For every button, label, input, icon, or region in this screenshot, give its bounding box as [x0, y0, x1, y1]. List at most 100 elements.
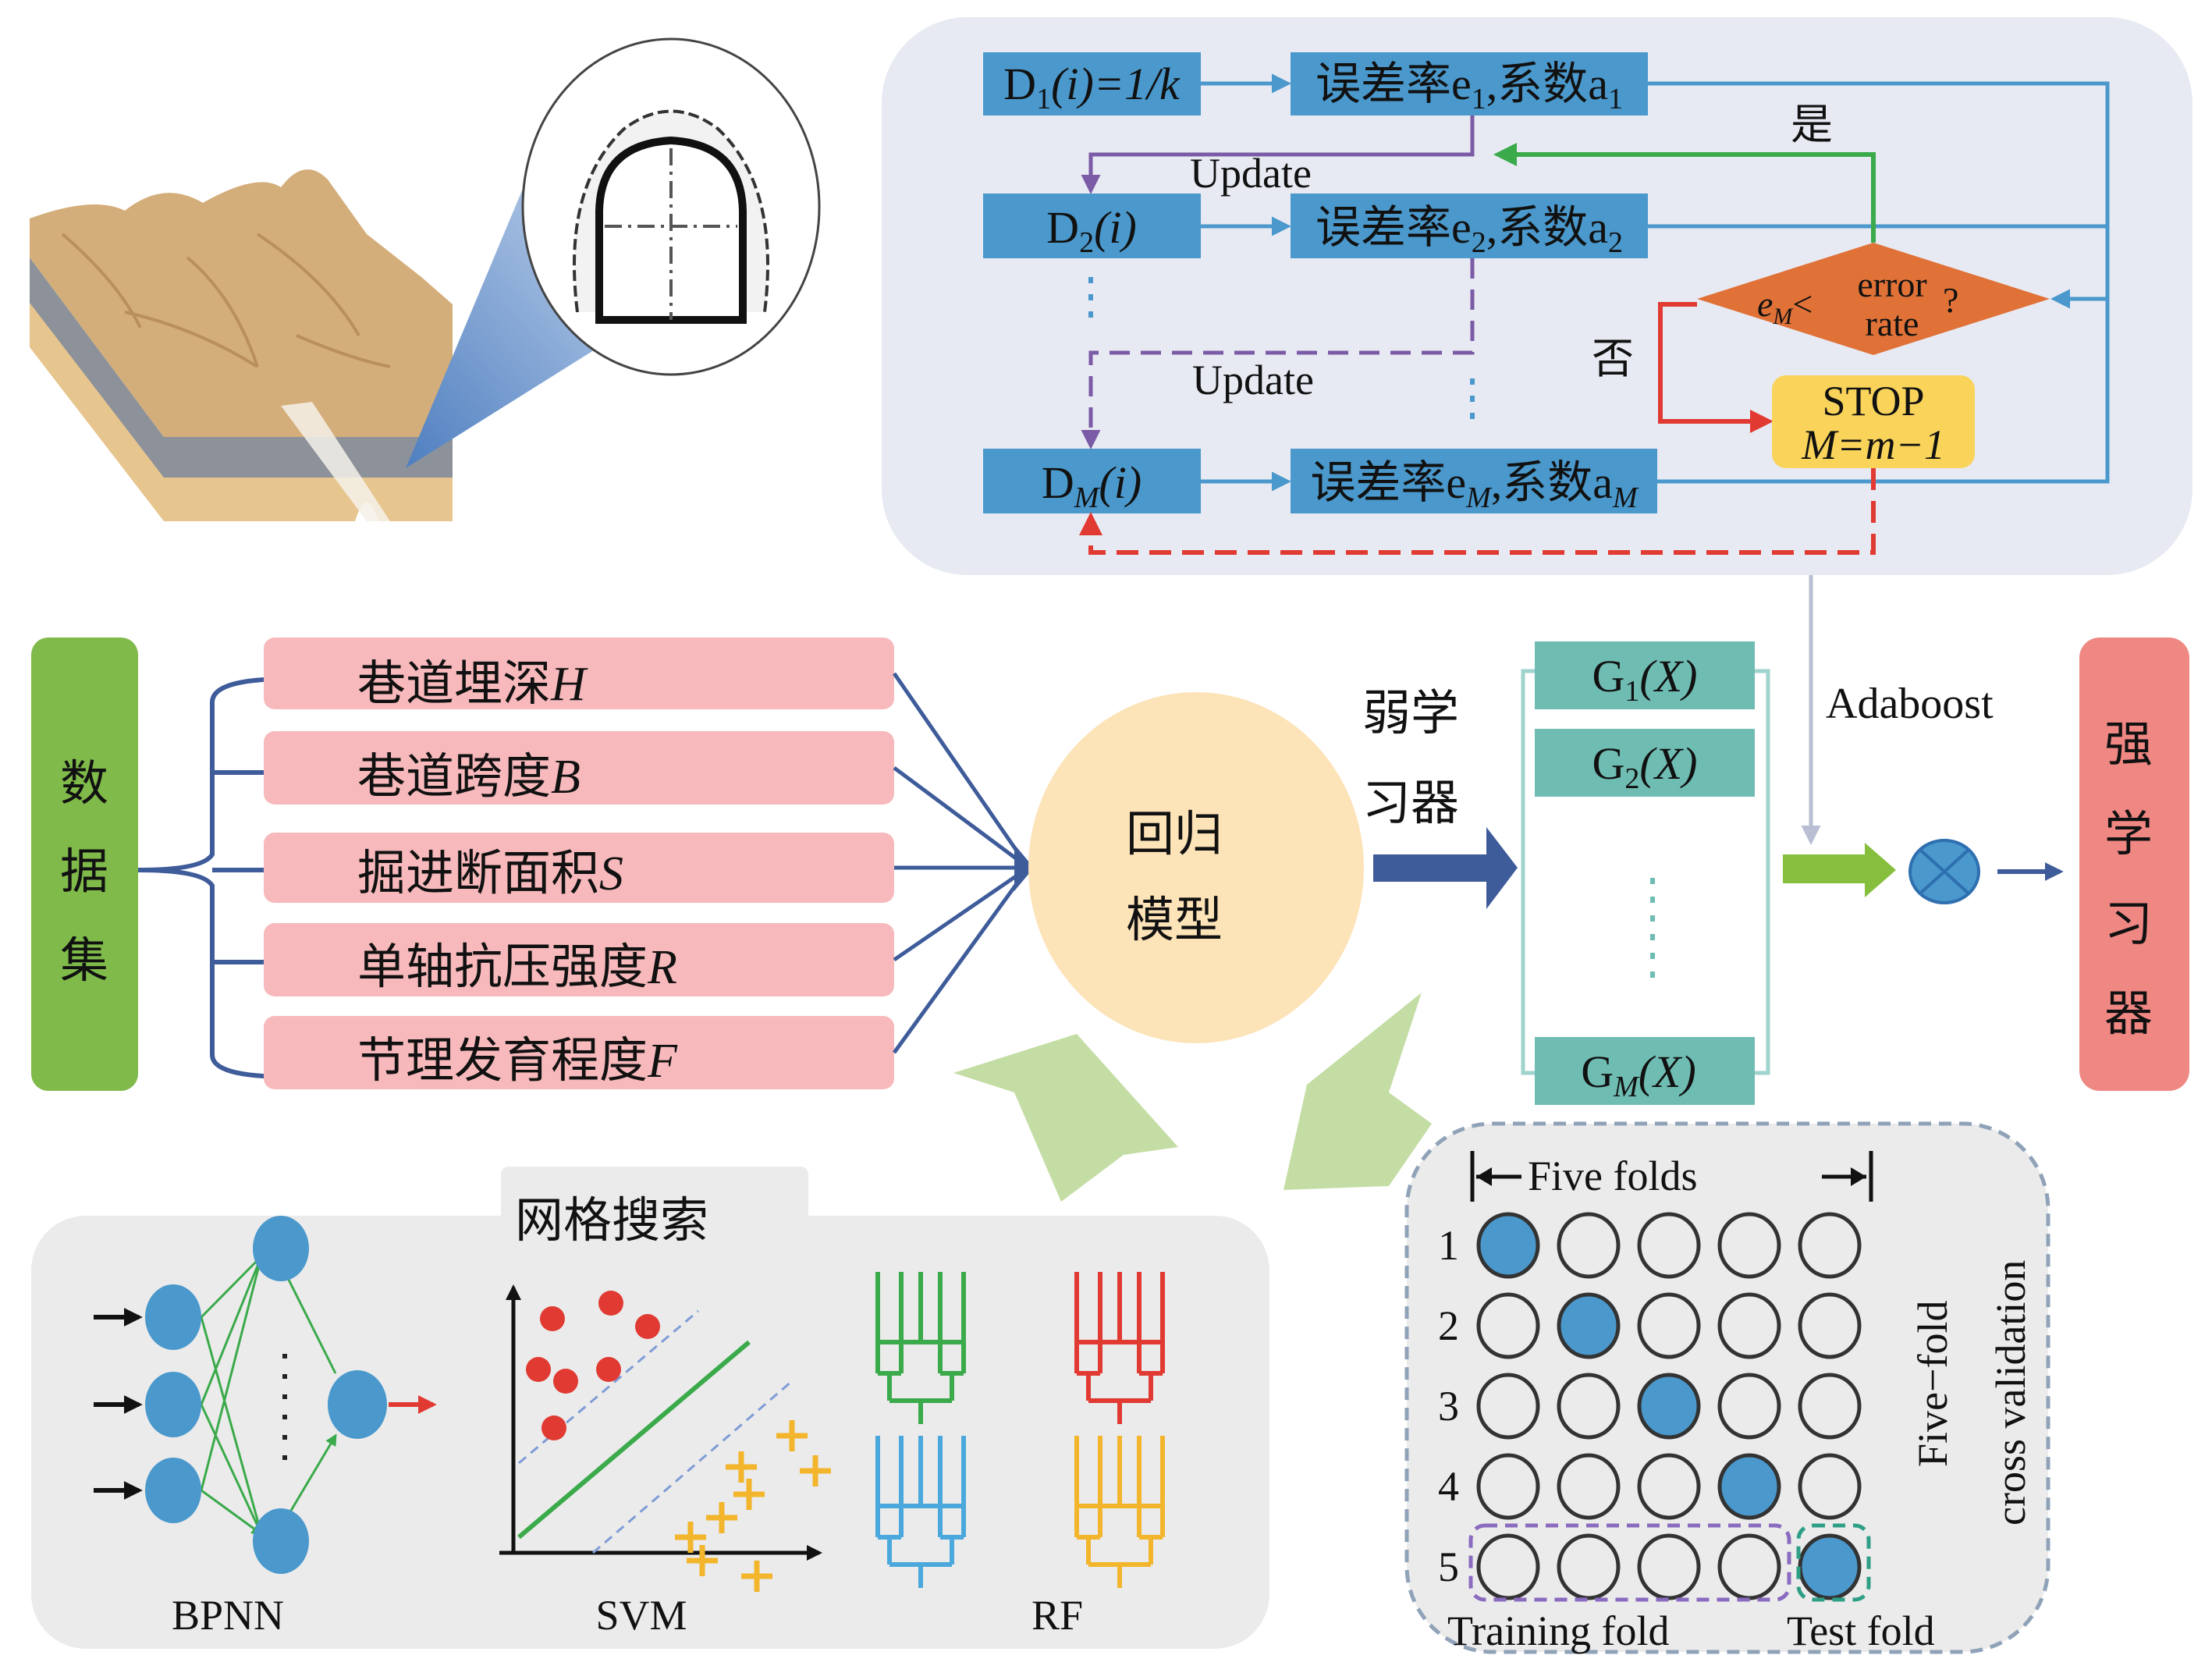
strong-char-2: 学: [2104, 808, 2153, 861]
d2-box: [983, 194, 1201, 258]
test-fold-circle: [1476, 1212, 1540, 1279]
dataset-char-1: 数: [60, 758, 108, 811]
terrain-surface: [30, 169, 453, 437]
test-fold-circle: [1798, 1533, 1862, 1600]
zoom-beam: [406, 179, 667, 468]
tunnel-centerline: [605, 148, 737, 320]
feature-box-5: [264, 1016, 894, 1089]
weak-learner-label-g1: G1(X): [1592, 651, 1698, 708]
terrain-ridges: [61, 233, 391, 368]
no-label: 否: [1592, 336, 1634, 382]
bpnn-icon: [94, 1216, 437, 1574]
regression-model-circle: [1028, 692, 1364, 1043]
feature-label-1: 巷道埋深H: [357, 658, 588, 711]
feature-label-4: 单轴抗压强度R: [357, 941, 677, 994]
fold-row-label: 2: [1438, 1302, 1459, 1349]
feature-bracket: [137, 677, 289, 1079]
errm-box: [1291, 449, 1657, 513]
training-fold-circle: [1717, 1533, 1781, 1600]
fold-row-label: 3: [1438, 1383, 1459, 1430]
collector-line: [1648, 81, 2110, 484]
err1-label: 误差率e1,系数a1: [1315, 59, 1623, 115]
training-fold-circle: [1557, 1533, 1621, 1600]
rf-tree-red: [1074, 1272, 1165, 1424]
training-fold-circle: [1557, 1453, 1621, 1520]
cv-arrow: [1284, 993, 1432, 1190]
rf-label: RF: [1031, 1592, 1083, 1639]
grid-search-tab: [501, 1167, 808, 1245]
training-fold-circle: [1798, 1453, 1862, 1520]
test-fold-outline: [1796, 1523, 1871, 1602]
test-fold-label: Test fold: [1787, 1607, 1935, 1654]
grid-search-arrow: [953, 1034, 1178, 1202]
weak-learner-arrow: [1373, 827, 1518, 909]
fan-arrowhead: [1014, 844, 1034, 891]
cv-side-label-1: Five−fold: [1909, 1301, 1956, 1467]
training-fold-outline: [1468, 1523, 1791, 1602]
strong-learner-bar: [2079, 638, 2189, 1091]
training-fold-circle: [1798, 1292, 1862, 1359]
dataset-char-3: 集: [60, 935, 108, 988]
training-fold-circle: [1798, 1373, 1862, 1440]
training-fold-circle: [1557, 1373, 1621, 1440]
stop-box: [1772, 375, 1975, 468]
training-fold-circle: [1637, 1533, 1701, 1600]
training-fold-circle: [1717, 1292, 1781, 1359]
rf-icon: [875, 1272, 1165, 1588]
training-fold-circle: [1476, 1373, 1540, 1440]
training-fold-circle: [1717, 1212, 1781, 1279]
weak-learner-box-m: [1535, 1037, 1755, 1105]
test-fold-circle: [1557, 1292, 1621, 1359]
combine-cross: [1919, 849, 1969, 894]
bpnn-label: BPNN: [172, 1592, 284, 1639]
dataset-section: 数 据 集 巷道埋深H 巷道跨度B 掘进断面积S 单轴抗压强度R 节理发育程度F: [31, 638, 1034, 1091]
feature-box-1: [264, 638, 894, 709]
svm-label: SVM: [595, 1592, 687, 1639]
dataset-char-2: 据: [60, 846, 108, 899]
tunnel-illustration: [30, 37, 821, 521]
grid-search-title: 网格搜索: [515, 1195, 708, 1248]
cv-side-label-2: cross validation: [1987, 1260, 2034, 1525]
weak-learner-box-1: [1535, 641, 1755, 709]
weak-learners-group: G1(X) G2(X) GM(X): [1521, 641, 1770, 1105]
yes-line: [1493, 143, 1876, 243]
training-fold-circle: [1637, 1292, 1701, 1359]
adaboost-flow-panel: D1(i)=1/k D2(i) DM(i) 误差率e1,系数a1 误差率e2,系…: [882, 17, 2192, 575]
weak-learner-label-g2: G2(X): [1592, 738, 1698, 795]
feature-box-4: [264, 923, 894, 996]
five-folds-label: Five folds: [1528, 1153, 1698, 1199]
feature-box-3: [264, 833, 894, 903]
regression-line1: 回归: [1126, 808, 1223, 861]
stop-return-line: [1079, 468, 1876, 555]
decision-lhs: eM<: [1757, 284, 1813, 329]
strong-char-4: 器: [2104, 988, 2153, 1041]
strong-char-1: 强: [2104, 719, 2153, 772]
decision-diamond: [1697, 243, 2050, 355]
fold-row-label: 4: [1438, 1463, 1459, 1510]
d1-box: [983, 52, 1201, 115]
err2-box: [1291, 194, 1648, 258]
stop-line2: M=m−1: [1801, 421, 1945, 468]
decision-line1: error: [1857, 265, 1926, 304]
weak-learner-label-2: 习器: [1362, 777, 1459, 830]
update-label-1: Update: [1190, 150, 1312, 197]
training-fold-circle: [1476, 1292, 1540, 1359]
adaboost-label: Adaboost: [1826, 680, 1994, 728]
fold-row-label: 5: [1438, 1543, 1459, 1590]
training-fold-circle: [1637, 1453, 1701, 1520]
bracket-arrow-left: [1476, 1167, 1492, 1186]
five-folds-bracket: [1470, 1151, 1873, 1202]
grid-search-background: [31, 1216, 1269, 1649]
feature-label-5: 节理发育程度F: [357, 1035, 678, 1088]
weak-learner-box-2: [1535, 729, 1755, 797]
yes-label: 是: [1791, 101, 1833, 148]
feature-label-3: 掘进断面积S: [357, 847, 623, 900]
update-label-2: Update: [1192, 357, 1314, 403]
regression-line2: 模型: [1126, 894, 1223, 947]
err1-box: [1291, 52, 1648, 115]
rock-front-bottom: [164, 478, 453, 521]
err2-label: 误差率e2,系数a2: [1315, 202, 1623, 259]
